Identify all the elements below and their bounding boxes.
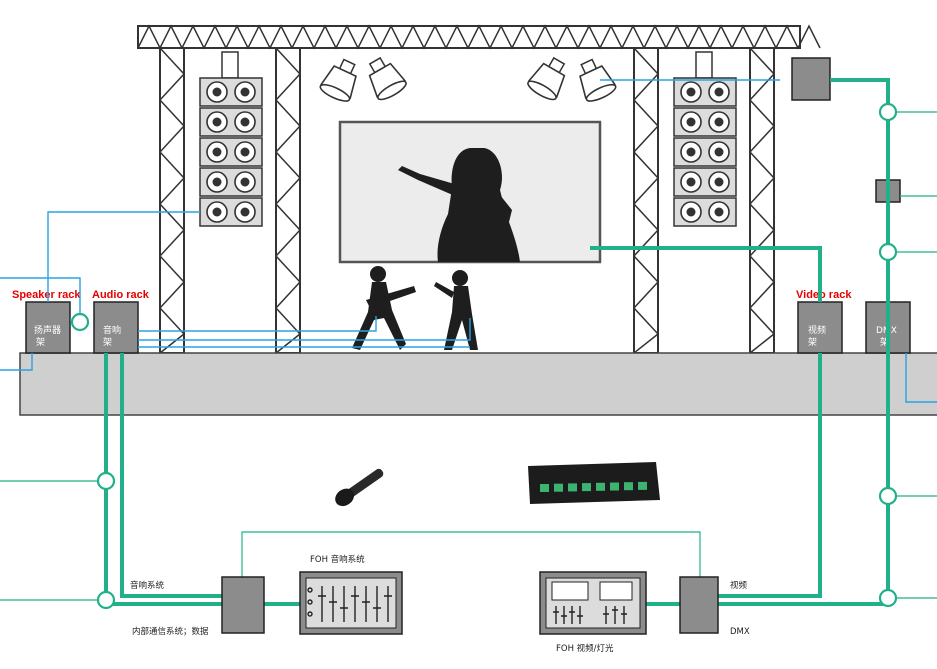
mixing-console-icon: [299, 571, 403, 635]
video-rack: Video rack 视频 架: [796, 289, 852, 354]
stage-deck: [19, 352, 937, 416]
truss-tower-left-inner: [274, 47, 302, 354]
foh-video-dmx-processor: [679, 576, 719, 634]
patch-panel-icon: [528, 462, 660, 504]
truss-tower-left-outer: [158, 47, 186, 354]
lighting-controller-box: [791, 57, 831, 101]
speaker-rack: Speaker rack 扬声器 架: [12, 289, 81, 354]
top-truss: [137, 24, 821, 50]
dmx-link-label: DMX: [730, 627, 750, 637]
intercom-data-label: 内部通信系统；数据: [132, 626, 209, 637]
stage-light-1: [319, 58, 357, 102]
stage-light-4: [579, 58, 617, 102]
blue-signal-cables: [0, 79, 937, 403]
audio-system-link-label: 音响系统: [130, 580, 165, 591]
speaker-rack-line2: 架: [36, 337, 45, 348]
speaker-rack-title: Speaker rack: [12, 289, 81, 301]
truss-tower-right-inner: [632, 47, 660, 354]
speaker-rack-line1: 扬声器: [34, 324, 61, 336]
audio-rack-title: Audio rack: [92, 289, 150, 301]
video-rack-line1: 视频: [808, 324, 826, 336]
singer-silhouette-icon: [398, 148, 520, 262]
speaker-array-left: [199, 51, 263, 227]
dmx-rack-line2: 架: [880, 337, 889, 348]
foh-audio-processor: [221, 576, 265, 634]
bassist-silhouette-icon: [434, 270, 478, 350]
video-link-label: 视频: [730, 580, 748, 591]
guitarist-silhouette-icon: [352, 266, 416, 350]
video-rack-title: Video rack: [796, 289, 852, 301]
audio-rack-line2: 架: [103, 337, 112, 348]
video-rack-line2: 架: [808, 337, 817, 348]
video-lighting-console-icon: [539, 571, 647, 635]
video-screen: [338, 120, 602, 264]
stage-light-3: [527, 56, 566, 101]
stage-light-2: [368, 56, 407, 101]
microphone-icon: [335, 468, 384, 507]
cable-connectors: [0, 102, 937, 610]
audio-rack: Audio rack 音响 架: [92, 289, 150, 354]
truss-tower-right-outer: [748, 47, 776, 354]
audio-rack-line1: 音响: [103, 324, 121, 336]
foh-audio-system-label: FOH 音响系统: [310, 554, 365, 565]
speaker-array-right: [673, 51, 737, 227]
foh-video-lighting-label: FOH 视频/灯光: [556, 643, 614, 654]
